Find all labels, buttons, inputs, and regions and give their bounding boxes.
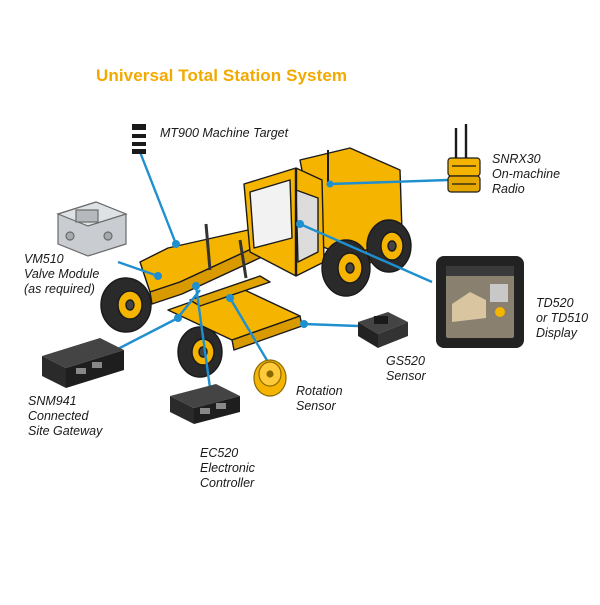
label-snm941: SNM941 Connected Site Gateway (28, 394, 103, 438)
gs520-sensor-icon (358, 312, 408, 348)
label-snrx30: SNRX30 On-machine Radio (492, 152, 561, 196)
mid-wheel (177, 326, 223, 378)
vm510-valve-icon (56, 201, 128, 257)
leader-mt900 (138, 151, 178, 245)
rotation-sensor-icon (253, 359, 287, 397)
mt900-target-icon (132, 124, 146, 154)
leader-snrx30 (329, 178, 449, 186)
diagram-title: Universal Total Station System (96, 66, 348, 85)
label-vm510: VM510 Valve Module (as required) (24, 252, 100, 296)
leader-vm510 (117, 260, 159, 278)
td520-display-icon (436, 256, 524, 348)
leader-td520 (299, 222, 433, 284)
leader-gs520 (303, 322, 359, 328)
ec520-controller-icon (170, 384, 240, 424)
snrx30-radio-icon (447, 124, 481, 193)
label-td520: TD520 or TD510 Display (536, 296, 589, 340)
motor-grader (100, 147, 412, 378)
leader-rotation (228, 297, 270, 363)
leader-lines (111, 151, 449, 389)
snm941-gateway-icon (42, 338, 124, 388)
label-mt900: MT900 Machine Target (160, 126, 289, 140)
leader-snm941 (111, 316, 179, 354)
label-rotation: Rotation Sensor (296, 384, 343, 413)
leader-ec520-a (194, 285, 212, 389)
label-gs520: GS520 Sensor (386, 354, 426, 383)
leader-dots (154, 180, 334, 328)
front-wheel (100, 277, 152, 333)
label-ec520: EC520 Electronic Controller (200, 446, 255, 490)
rear-wheel-front (321, 239, 371, 297)
